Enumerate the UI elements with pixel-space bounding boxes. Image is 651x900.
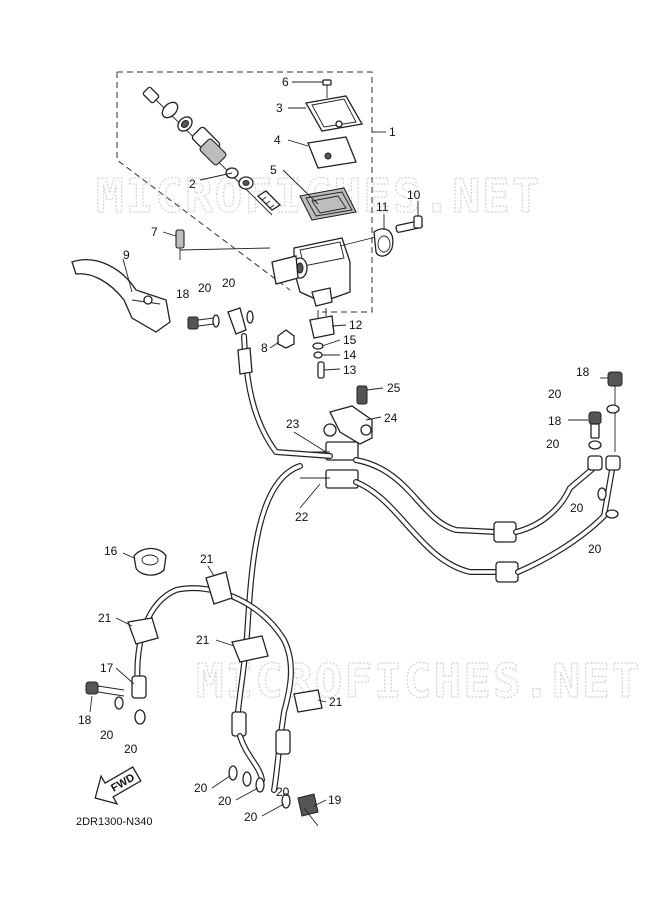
right-banjo-fittings xyxy=(588,371,623,519)
callout-13: 13 xyxy=(343,363,357,377)
callout-20-master-b: 20 xyxy=(222,276,236,290)
reservoir-cover-parts xyxy=(299,79,364,221)
callout-20-bottom-c: 20 xyxy=(244,810,258,824)
piston-kit xyxy=(142,86,282,216)
handlebar-clamp xyxy=(373,215,423,257)
master-cylinder-body xyxy=(271,235,381,307)
diagram-code: 2DR1300-N340 xyxy=(76,816,152,828)
right-brake-hoses xyxy=(353,455,621,583)
callout-20-bottom-d: 20 xyxy=(276,785,290,799)
fwd-arrow-icon: FWD xyxy=(94,766,142,805)
left-banjo-fittings xyxy=(187,307,254,335)
callout-20-lower-a: 20 xyxy=(100,728,114,742)
hose-clip xyxy=(133,547,167,576)
watermark-lower: MICROFICHES.NET xyxy=(196,654,641,708)
callout-14: 14 xyxy=(343,348,357,362)
callout-6: 6 xyxy=(282,75,289,89)
bottom-banjo-fittings xyxy=(228,765,319,827)
callout-10: 10 xyxy=(407,188,421,202)
callout-23: 23 xyxy=(286,417,300,431)
callout-20-right-c: 20 xyxy=(570,501,584,515)
callout-17: 17 xyxy=(100,661,114,675)
leader-lines xyxy=(89,81,608,817)
callout-20-lower-b: 20 xyxy=(124,742,138,756)
callout-18-right-mid: 18 xyxy=(548,414,562,428)
brake-lever xyxy=(71,229,271,333)
callout-21-left: 21 xyxy=(98,611,112,625)
callout-20-bottom-b: 20 xyxy=(218,794,232,808)
hose-joint-blocks xyxy=(300,441,359,489)
brake-switch-parts xyxy=(277,308,335,379)
callout-8: 8 xyxy=(261,341,268,355)
callout-4: 4 xyxy=(274,133,281,147)
callout-1: 1 xyxy=(389,125,396,139)
callout-9: 9 xyxy=(123,248,130,262)
hose-joint-bracket xyxy=(323,385,373,445)
callout-7: 7 xyxy=(151,225,158,239)
callout-11: 11 xyxy=(376,200,389,214)
callout-21-top: 21 xyxy=(200,552,214,566)
callout-25: 25 xyxy=(387,381,401,395)
callout-19: 19 xyxy=(328,793,342,807)
callout-18-master: 18 xyxy=(176,287,190,301)
callout-15: 15 xyxy=(343,333,357,347)
callout-21-right: 21 xyxy=(329,695,343,709)
callout-12: 12 xyxy=(349,318,363,332)
hose-clamps xyxy=(127,571,323,713)
callout-20-right-a: 20 xyxy=(548,387,562,401)
callout-21-middle: 21 xyxy=(196,633,210,647)
callout-20-bottom-a: 20 xyxy=(194,781,208,795)
callout-20-right-b: 20 xyxy=(546,437,560,451)
callout-24: 24 xyxy=(384,411,398,425)
lower-left-banjo-fittings xyxy=(85,681,146,725)
abs-brake-hose xyxy=(131,585,294,793)
callout-20-right-d: 20 xyxy=(588,542,602,556)
callout-22: 22 xyxy=(295,510,309,524)
callouts: 1 2 3 4 5 6 7 8 9 10 11 12 13 14 15 16 1… xyxy=(78,75,602,824)
upper-brake-hose xyxy=(237,333,333,459)
callout-2: 2 xyxy=(189,177,196,191)
callout-3: 3 xyxy=(276,101,283,115)
callout-20-master-a: 20 xyxy=(198,281,212,295)
callout-18-right-top: 18 xyxy=(576,365,590,379)
callout-16: 16 xyxy=(104,544,118,558)
callout-5: 5 xyxy=(270,163,277,177)
callout-18-lower-left: 18 xyxy=(78,713,92,727)
master-cylinder-assembly-boundary xyxy=(116,71,373,313)
